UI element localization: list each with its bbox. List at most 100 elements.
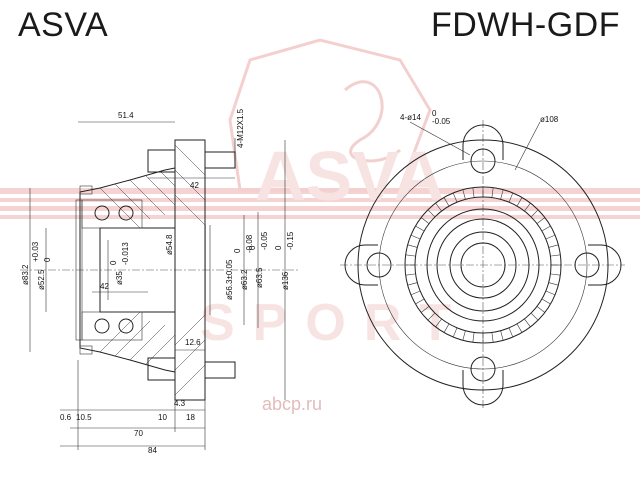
- tone-ring-tooth: [452, 327, 458, 338]
- dim-10-5: 10.5: [76, 413, 92, 422]
- bolt-ear-bottom: [462, 356, 504, 406]
- flange-outer: [357, 139, 609, 391]
- ball-top-1: [94, 205, 110, 221]
- watermark-site: аbcp.ru: [262, 394, 322, 414]
- dim-52-tol: +0.03: [31, 241, 40, 262]
- bore-outer: [449, 231, 517, 299]
- bolt-ear-top: [462, 124, 504, 174]
- tone-ring-tooth: [410, 290, 421, 296]
- pcd-circle: [378, 160, 588, 370]
- watermark-band: [0, 215, 640, 219]
- seal-lip-bottom: [79, 345, 93, 355]
- dim-holes: 4-ø14: [400, 113, 421, 122]
- tone-ring-tooth: [545, 234, 556, 240]
- tone-ring-tooth: [491, 187, 494, 198]
- tone-ring-tooth: [435, 318, 442, 328]
- dim-136-tol: 0: [274, 245, 283, 250]
- tone-ring-tooth: [508, 327, 514, 338]
- dim-52-tol2: 0: [43, 257, 52, 262]
- watermark-sport: SPORT: [200, 294, 469, 352]
- tone-ring-tooth: [405, 273, 416, 276]
- leader-holes: [409, 121, 471, 156]
- section-hatching: [99, 144, 206, 396]
- dim-63-5: ø63.5: [255, 267, 264, 288]
- bolt-ear-right: [574, 244, 622, 286]
- bore-inner: [460, 242, 506, 288]
- tone-ring-tooth: [427, 312, 436, 321]
- tone-ring-tooth: [462, 330, 466, 341]
- stud-thread-bottom: [204, 361, 236, 379]
- stud-head-bottom: [147, 357, 176, 381]
- side-view: 51.4 4-M12X1.5 42 ø83.2 ø52.5 +0.03 0 ø3…: [20, 108, 300, 455]
- hub-ring: [436, 218, 530, 312]
- tone-ring-tooth: [524, 318, 531, 328]
- dim-56: ø56.3±0.05: [225, 259, 234, 300]
- tone-ring-tooth: [415, 298, 425, 305]
- dim-35: ø35: [115, 271, 124, 285]
- dim-70: 70: [134, 429, 143, 438]
- tone-ring-tooth: [548, 244, 559, 248]
- tone-ring-tooth: [508, 192, 514, 203]
- tone-ring-tooth: [410, 234, 421, 240]
- tone-ring-tooth: [516, 323, 523, 333]
- dim-10: 10: [158, 413, 167, 422]
- dim-4-3: 4.3: [174, 399, 186, 408]
- dim-63-2: ø63.2: [240, 269, 249, 290]
- watermark-band: [0, 198, 640, 202]
- tone-ring-tooth: [536, 217, 546, 224]
- dim-35-tol2: -0.013: [121, 242, 130, 265]
- tone-ring-tooth: [407, 244, 418, 248]
- stud-thread-top: [204, 151, 236, 169]
- dim-42-inner: 42: [100, 282, 109, 291]
- tone-ring-tooth: [548, 282, 559, 286]
- stud-head-top: [147, 149, 176, 173]
- dim-54-8: ø54.8: [165, 234, 174, 255]
- ball-bottom-2: [118, 318, 134, 334]
- dim-136-tol2: -0.15: [286, 231, 295, 250]
- watermark-band: [0, 206, 640, 211]
- tone-ring-tooth: [524, 202, 531, 212]
- ball-top-2: [118, 205, 134, 221]
- tone-ring-tooth: [415, 225, 425, 232]
- tone-ring-tooth: [516, 197, 523, 207]
- dim-136: ø136: [281, 271, 290, 290]
- tone-ring-tooth: [405, 254, 416, 257]
- tone-ring-tooth: [452, 192, 458, 203]
- tone-ring-tooth: [462, 189, 466, 200]
- hub-outer: [426, 208, 540, 322]
- dim-12-6: 12.6: [185, 338, 201, 347]
- dim-63-2-tol2: -0.08: [245, 234, 254, 253]
- dim-52: ø52.5: [37, 269, 46, 290]
- dim-84: 84: [148, 446, 157, 455]
- tone-ring-tooth: [550, 254, 561, 257]
- tone-ring-tooth: [536, 306, 546, 313]
- dim-0-6: 0.6: [60, 413, 72, 422]
- watermark-swirl: [344, 80, 402, 163]
- seal-lip-top: [79, 185, 93, 195]
- tone-ring-tooth: [443, 323, 450, 333]
- dim-51-4: 51.4: [118, 111, 134, 120]
- tone-ring-tooth: [550, 273, 561, 276]
- watermark-emblem: [228, 38, 432, 192]
- tone-ring-tooth: [530, 209, 539, 218]
- watermark: ASVA SPORT аbcp.ru: [0, 38, 640, 414]
- tone-ring-tooth: [472, 187, 475, 198]
- tone-ring-tooth: [491, 332, 494, 343]
- tone-ring-teeth: [405, 187, 561, 343]
- tone-ring-tooth: [420, 217, 430, 224]
- bolt-ear-left: [344, 244, 392, 286]
- tone-ring-tooth: [541, 298, 551, 305]
- brand-logo-text: ASVA: [18, 6, 109, 44]
- dim-63-2-tol: 0: [233, 248, 242, 253]
- tone-ring-tooth: [545, 290, 556, 296]
- dim-holes-tol: 0: [432, 109, 437, 118]
- tone-ring-tooth: [443, 197, 450, 207]
- dim-35-tol: 0: [109, 260, 118, 265]
- tone-ring-tooth: [500, 189, 504, 200]
- dim-42-top: 42: [190, 181, 199, 190]
- tone-ring-tooth: [472, 332, 475, 343]
- front-view: 4-ø14 0 -0.05 ø108: [340, 109, 625, 410]
- tone-ring-tooth: [500, 330, 504, 341]
- tone-ring-tooth: [530, 312, 539, 321]
